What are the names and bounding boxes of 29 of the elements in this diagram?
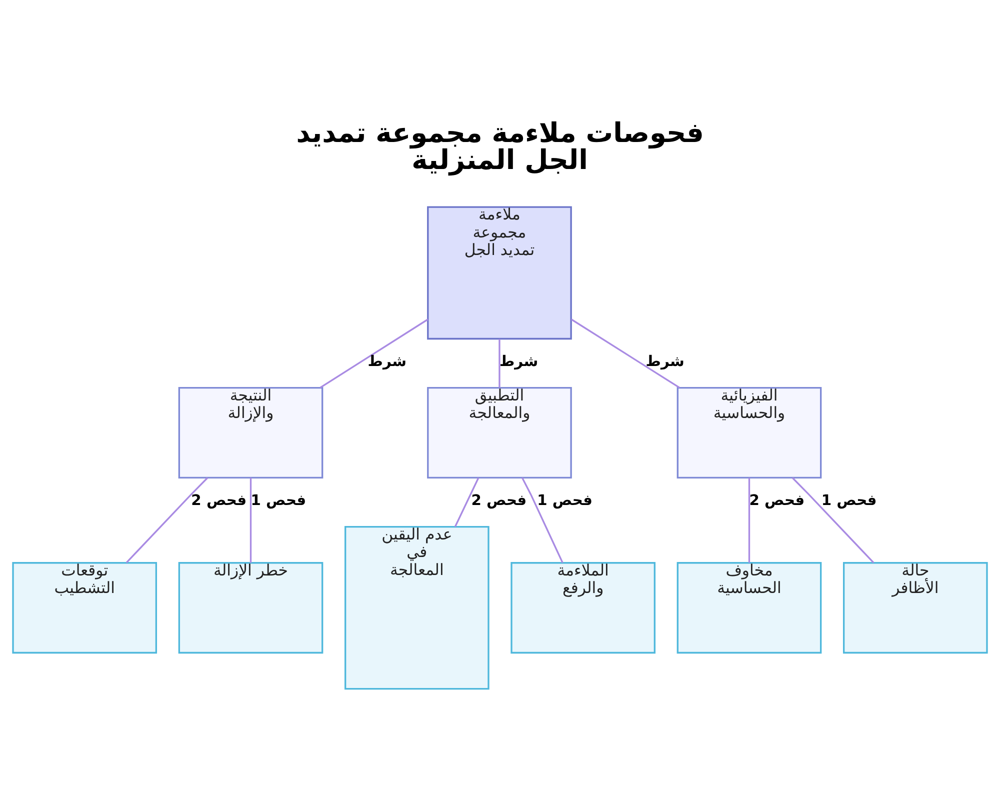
edge-label: فحص 1 — [250, 492, 306, 510]
node-box: التطبيق والمعالجة — [427, 387, 572, 479]
connector — [792, 477, 874, 564]
node-box: توقعات التشطيب — [12, 562, 158, 654]
edge-label: فحص 2 — [471, 492, 527, 510]
node-box: النتيجة والإزالة — [178, 387, 324, 479]
edge-label: شرط — [368, 353, 406, 370]
node-box: الفيزيائية والحساسية — [676, 387, 822, 479]
node-box: خطر الإزالة — [178, 562, 324, 654]
node-box: الملاءمة والرفع — [510, 562, 656, 654]
connector — [748, 478, 750, 563]
edge-label: فحص 2 — [191, 492, 247, 510]
connector — [522, 478, 564, 564]
edge-label: شرط — [499, 353, 538, 370]
connector — [320, 318, 428, 388]
diagram-title: فحوصات ملاءمة مجموعة تمديد الجل المنزلية — [296, 118, 704, 176]
node-box: عدم اليقين في المعالجة — [344, 526, 490, 690]
connector — [126, 477, 208, 564]
node-box: مخاوف الحساسية — [676, 562, 822, 654]
edge-label: فحص 1 — [537, 492, 592, 510]
connector — [570, 318, 680, 388]
connector — [454, 478, 480, 528]
edge-label: فحص 1 — [821, 492, 877, 510]
connector — [498, 339, 500, 388]
edge-label: شرط — [646, 353, 684, 370]
node-box: حالة الأظافر — [842, 562, 988, 654]
node-box: ملاءمة مجموعة تمديد الجل — [427, 206, 572, 340]
connector — [250, 478, 252, 563]
edge-label: فحص 2 — [749, 492, 805, 510]
